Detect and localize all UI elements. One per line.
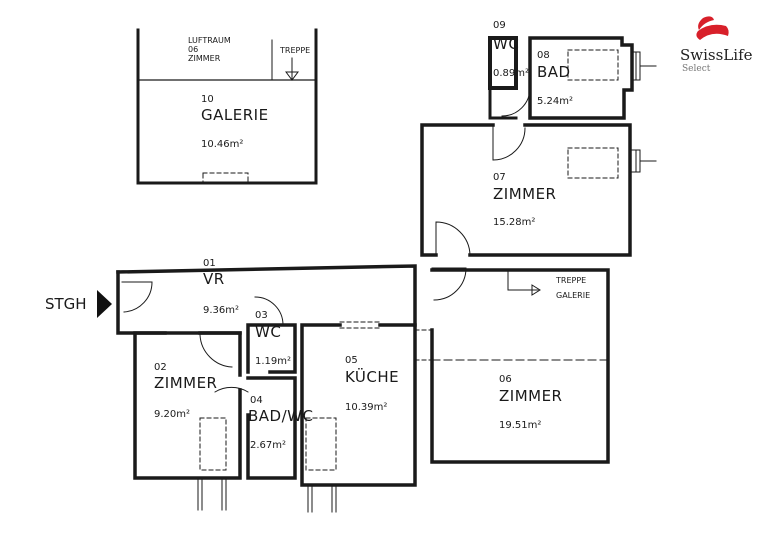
stair-arrow-icon (285, 57, 299, 81)
swisslife-logo-icon (696, 16, 729, 40)
room-name: ZIMMER (493, 185, 557, 203)
window (197, 477, 227, 511)
door-swing (492, 124, 526, 161)
room-wc-09-walls (488, 36, 518, 90)
room-name: BAD (537, 63, 571, 81)
room-wc-03-walls (246, 323, 297, 374)
room-vr-walls (116, 264, 417, 327)
entrance-arrow-icon (97, 290, 112, 318)
door-swing (501, 87, 531, 117)
room-number: 08 (537, 50, 550, 61)
room-number: 02 (154, 362, 167, 373)
room-bad-wc-04-walls (246, 376, 297, 480)
room-area: 9.20m² (154, 409, 191, 420)
room-number: 01 (203, 258, 216, 269)
room-name: VR (203, 270, 225, 288)
room-number: 07 (493, 172, 506, 183)
room-bad-walls (528, 36, 634, 120)
room-zimmer-06-walls (430, 268, 610, 464)
room-name: GALERIE (201, 106, 269, 124)
room-area: 19.51m² (499, 420, 542, 431)
window (307, 484, 337, 513)
door-swing (431, 267, 467, 301)
annotation-luftraum: LUFTRAUM (188, 36, 231, 45)
bathtub-marker (567, 49, 619, 81)
stair-arrow-icon (507, 271, 541, 296)
room-area: 15.28m² (493, 217, 536, 228)
room-number: 04 (250, 395, 263, 406)
door-swing (435, 221, 471, 256)
room-galerie-walls (136, 28, 318, 185)
room-area: 1.19m² (255, 356, 292, 367)
door-swing (214, 386, 249, 393)
room-name: BAD/WC (248, 407, 314, 425)
window (631, 51, 657, 81)
room-area: 2.67m² (250, 440, 287, 451)
room-name: WC (493, 35, 520, 53)
room-kueche-walls (300, 323, 417, 487)
room-area: 10.39m² (345, 402, 388, 413)
door-swing (121, 281, 153, 313)
door-swing (199, 334, 233, 368)
room-number: 05 (345, 355, 358, 366)
room-number: 10 (201, 94, 214, 105)
door-swing (254, 296, 284, 326)
room-area: 5.24m² (537, 96, 574, 107)
room-zimmer-02-walls (133, 331, 242, 480)
room-area: 9.36m² (203, 305, 240, 316)
brand-sub: Select (682, 64, 711, 74)
room-number: 09 (493, 20, 506, 31)
entrance-label: STGH (45, 295, 87, 313)
room-number: 03 (255, 310, 268, 321)
room-area: 10.46m² (201, 139, 244, 150)
annotation-luftraum-name: ZIMMER (188, 54, 221, 63)
window-marker (202, 172, 249, 184)
room-number: 06 (499, 374, 512, 385)
room-area: 0.89m² (493, 68, 530, 79)
room-name: WC (255, 323, 282, 341)
annotation-treppe-galerie: TREPPE (556, 276, 587, 285)
annotation-luftraum-no: 06 (188, 45, 199, 54)
brand-name: SwissLife (680, 46, 753, 64)
room-name: ZIMMER (154, 374, 218, 392)
room-name: ZIMMER (499, 387, 563, 405)
annotation-treppe: TREPPE (280, 46, 311, 55)
room-zimmer-07-walls (468, 123, 632, 257)
annotation-galerie: GALERIE (556, 291, 591, 300)
room-name: KÜCHE (345, 368, 400, 386)
